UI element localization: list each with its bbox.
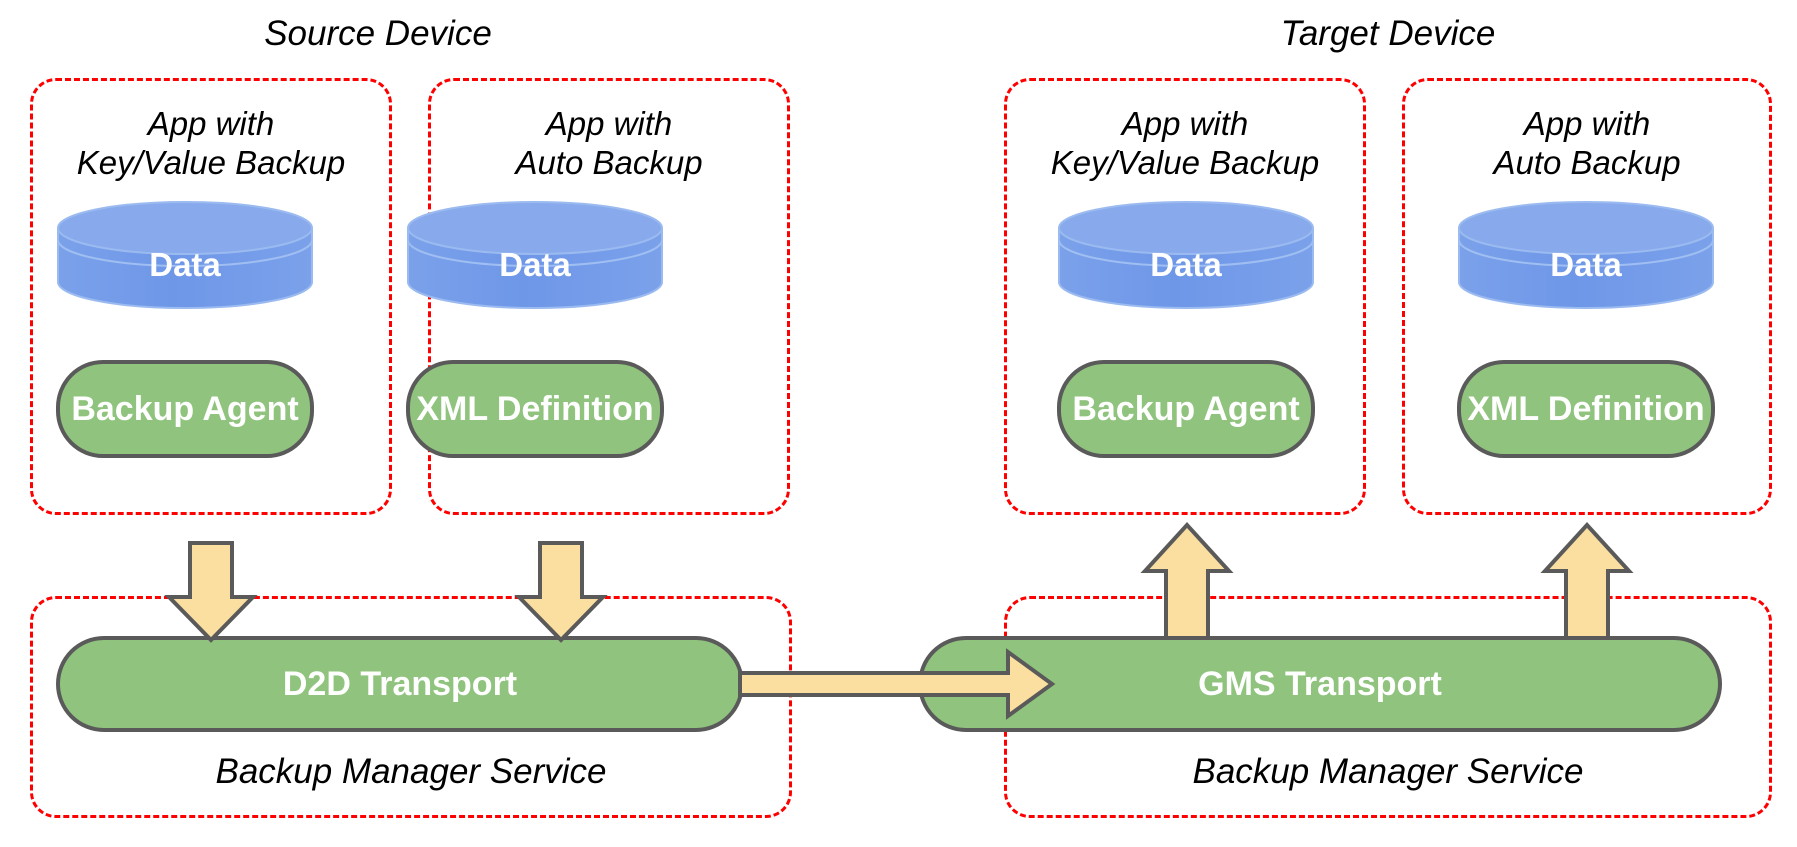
transport-right-arrow[interactable] xyxy=(738,648,1056,720)
source-app1-pill[interactable] xyxy=(56,360,314,458)
source-app2-caption: App with Auto Backup xyxy=(515,105,703,181)
source-app2-pill[interactable] xyxy=(406,360,664,458)
source-bms-container[interactable] xyxy=(30,596,792,818)
source-app1-cylinder[interactable] xyxy=(57,201,313,309)
source-bms-caption: Backup Manager Service xyxy=(215,752,607,791)
source-app2-down-arrow[interactable] xyxy=(514,541,608,643)
target-bms-caption: Backup Manager Service xyxy=(1192,752,1584,791)
target-app2-cylinder[interactable] xyxy=(1458,201,1714,309)
target-app2-up-arrow[interactable] xyxy=(1540,522,1634,640)
target-app1-container[interactable] xyxy=(1004,78,1366,515)
target-app1-up-arrow[interactable] xyxy=(1140,522,1234,640)
target-app2-pill[interactable] xyxy=(1457,360,1715,458)
target-app2-container[interactable] xyxy=(1402,78,1772,515)
target-app1-pill[interactable] xyxy=(1057,360,1315,458)
source-app1-down-arrow[interactable] xyxy=(164,541,258,643)
d2d-transport-pill[interactable] xyxy=(56,636,744,732)
source-app1-container[interactable] xyxy=(30,78,392,515)
target-app2-caption: App with Auto Backup xyxy=(1493,105,1681,181)
target-app1-cylinder[interactable] xyxy=(1058,201,1314,309)
source-app1-caption: App with Key/Value Backup xyxy=(76,105,346,181)
source-app2-cylinder[interactable] xyxy=(407,201,663,309)
target-app1-caption: App with Key/Value Backup xyxy=(1050,105,1320,181)
source-device-title: Source Device xyxy=(264,14,492,53)
target-device-title: Target Device xyxy=(1280,14,1496,53)
